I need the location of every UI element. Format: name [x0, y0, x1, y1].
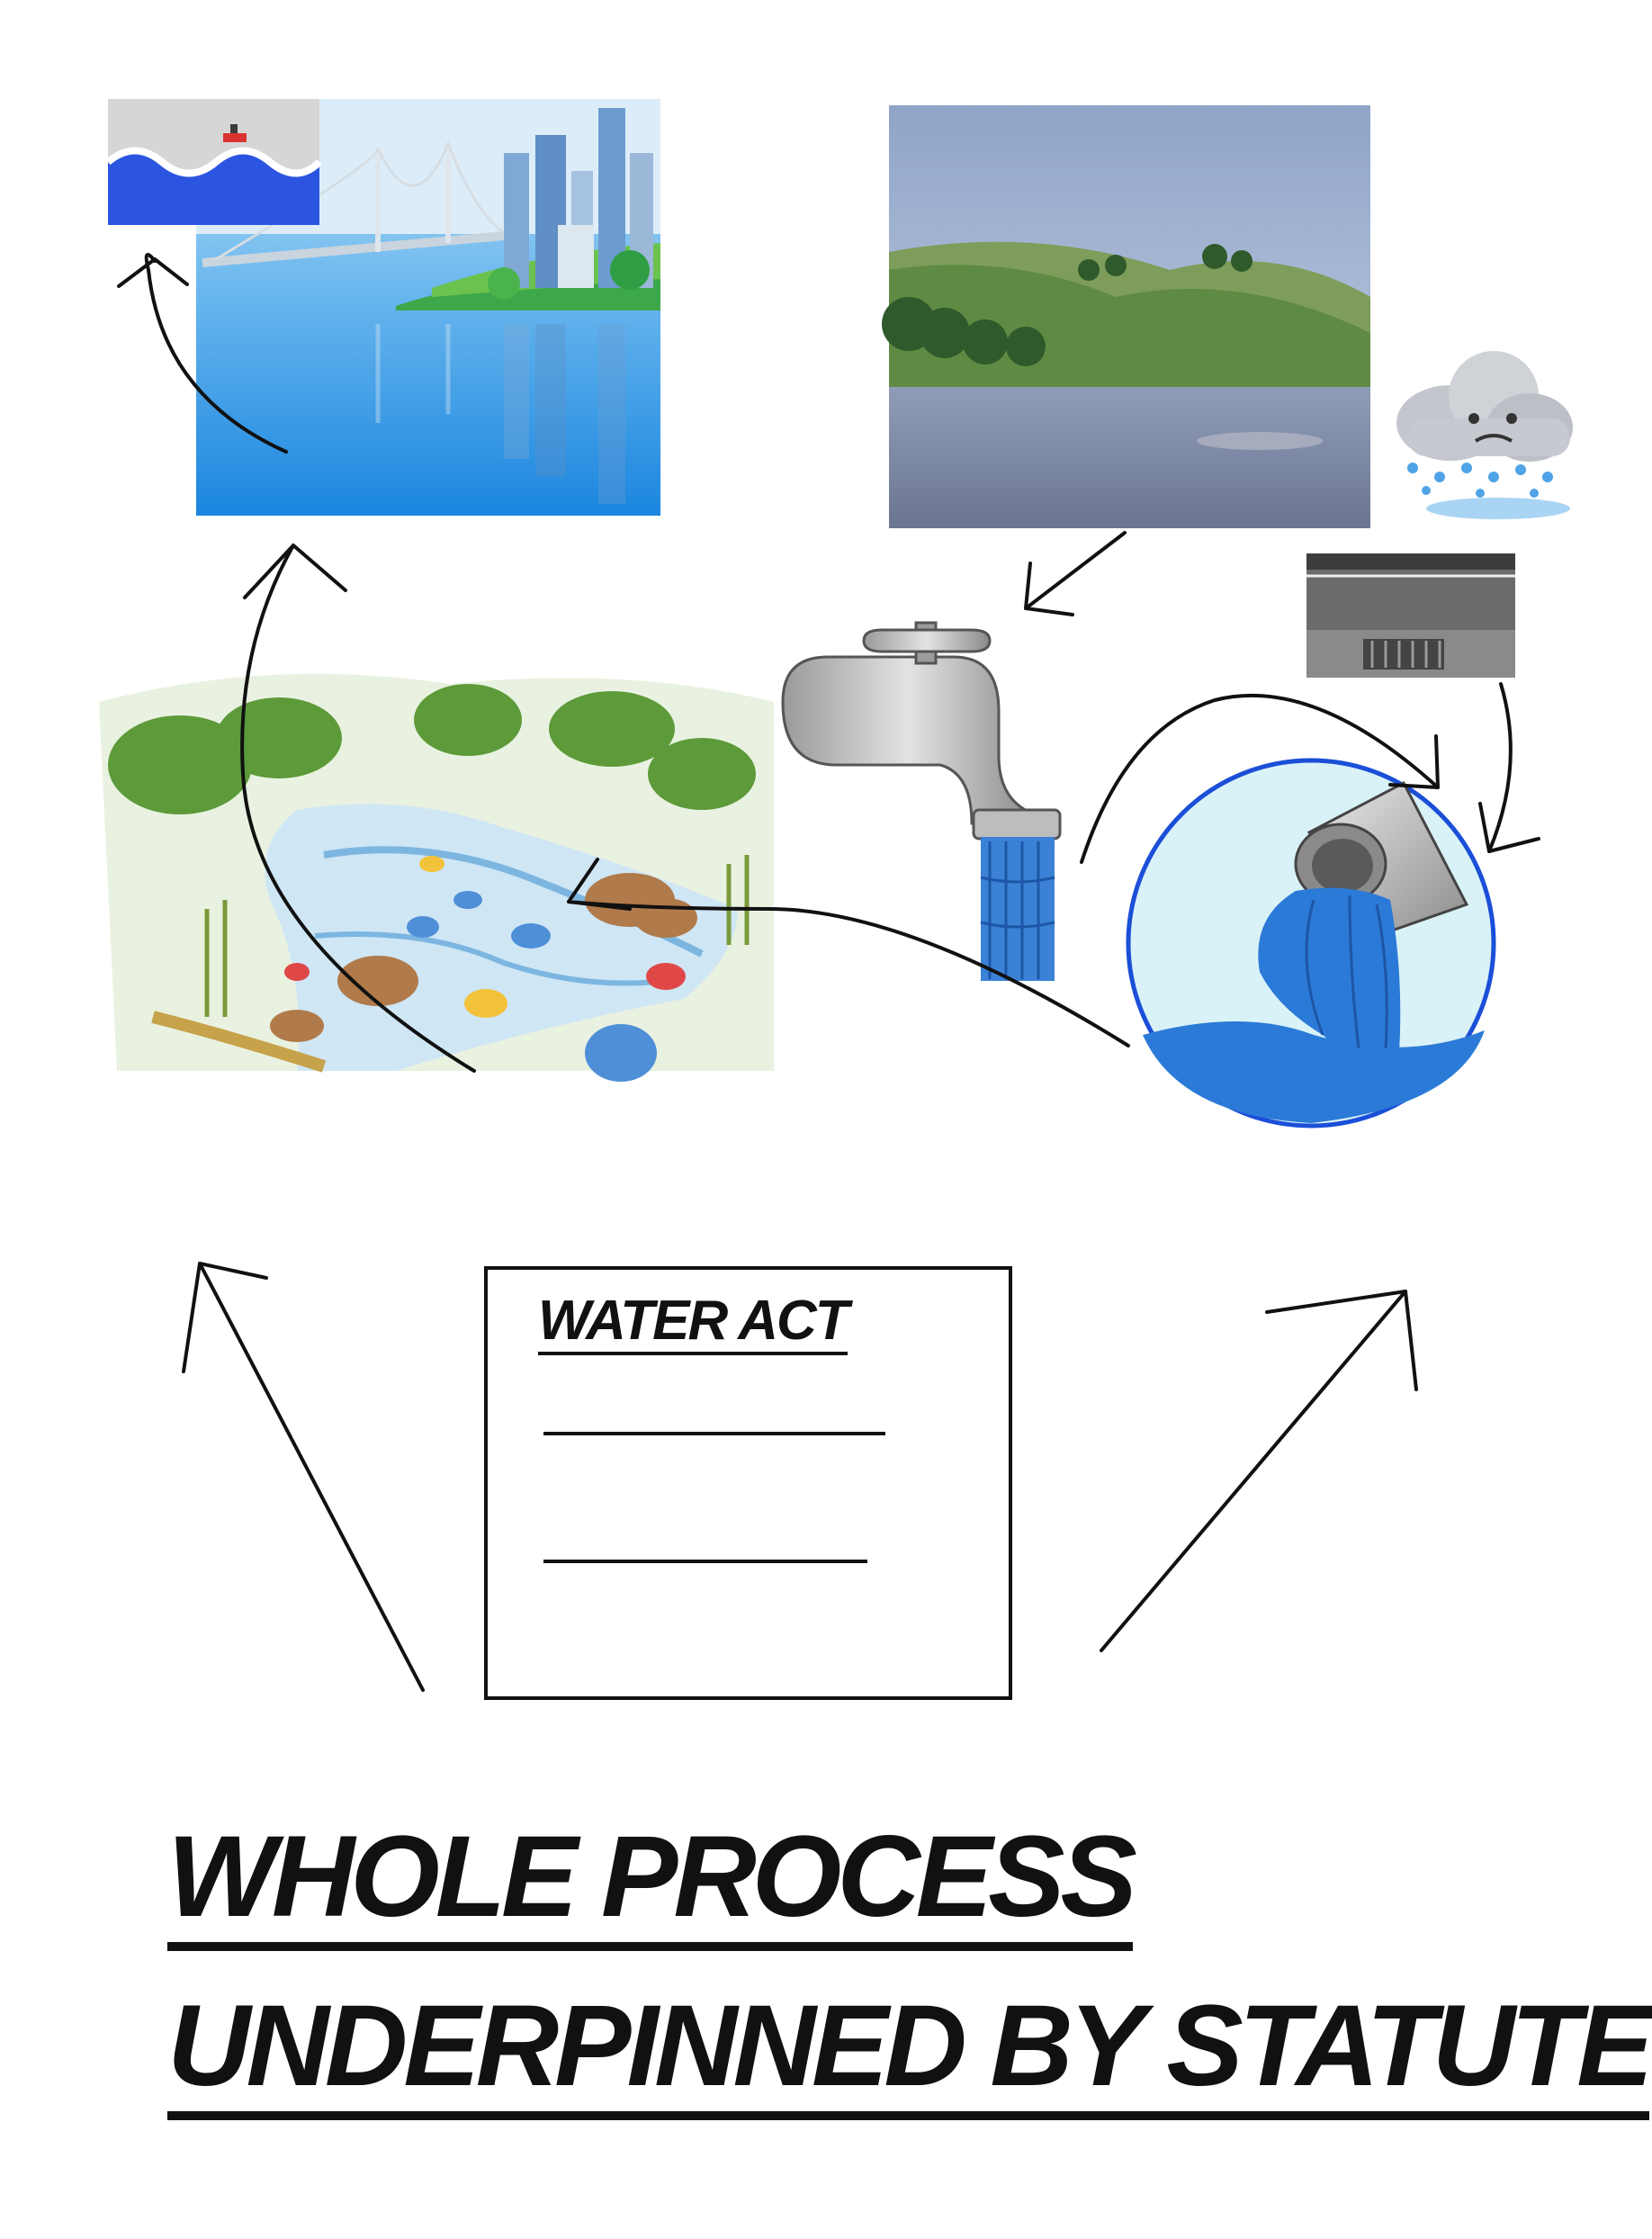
flow-arrow-reservoir-to-tap [1026, 533, 1125, 608]
document-blank-line [543, 1560, 867, 1563]
flow-arrow-drain-to-outfall [1489, 684, 1511, 851]
flow-arrowhead-bay [245, 545, 346, 598]
statute-arrowhead-left [184, 1263, 266, 1371]
headline-line-2: UNDERPINNED BY STATUTE [167, 1989, 1649, 2120]
statute-arrow-right [1101, 1291, 1405, 1650]
document-blank-line [543, 1432, 885, 1435]
sea-wave-icon [108, 99, 319, 225]
reservoir-landscape-image [882, 105, 1370, 528]
statute-arrow-left [200, 1263, 423, 1690]
flow-arrowhead-sea [119, 259, 187, 286]
water-act-title: WATER ACT [538, 1291, 848, 1355]
water-tap-icon [776, 615, 1071, 985]
water-act-document: WATER ACT [484, 1266, 1012, 1700]
rain-cloud-icon [1396, 351, 1573, 519]
river-habitat-illustration [99, 674, 774, 1082]
road-drain-image [1306, 553, 1515, 678]
headline-line-1: WHOLE PROCESS [167, 1820, 1133, 1951]
flow-arrowhead-outfall-right [1480, 804, 1539, 851]
outfall-pipe-icon [1128, 760, 1494, 1126]
